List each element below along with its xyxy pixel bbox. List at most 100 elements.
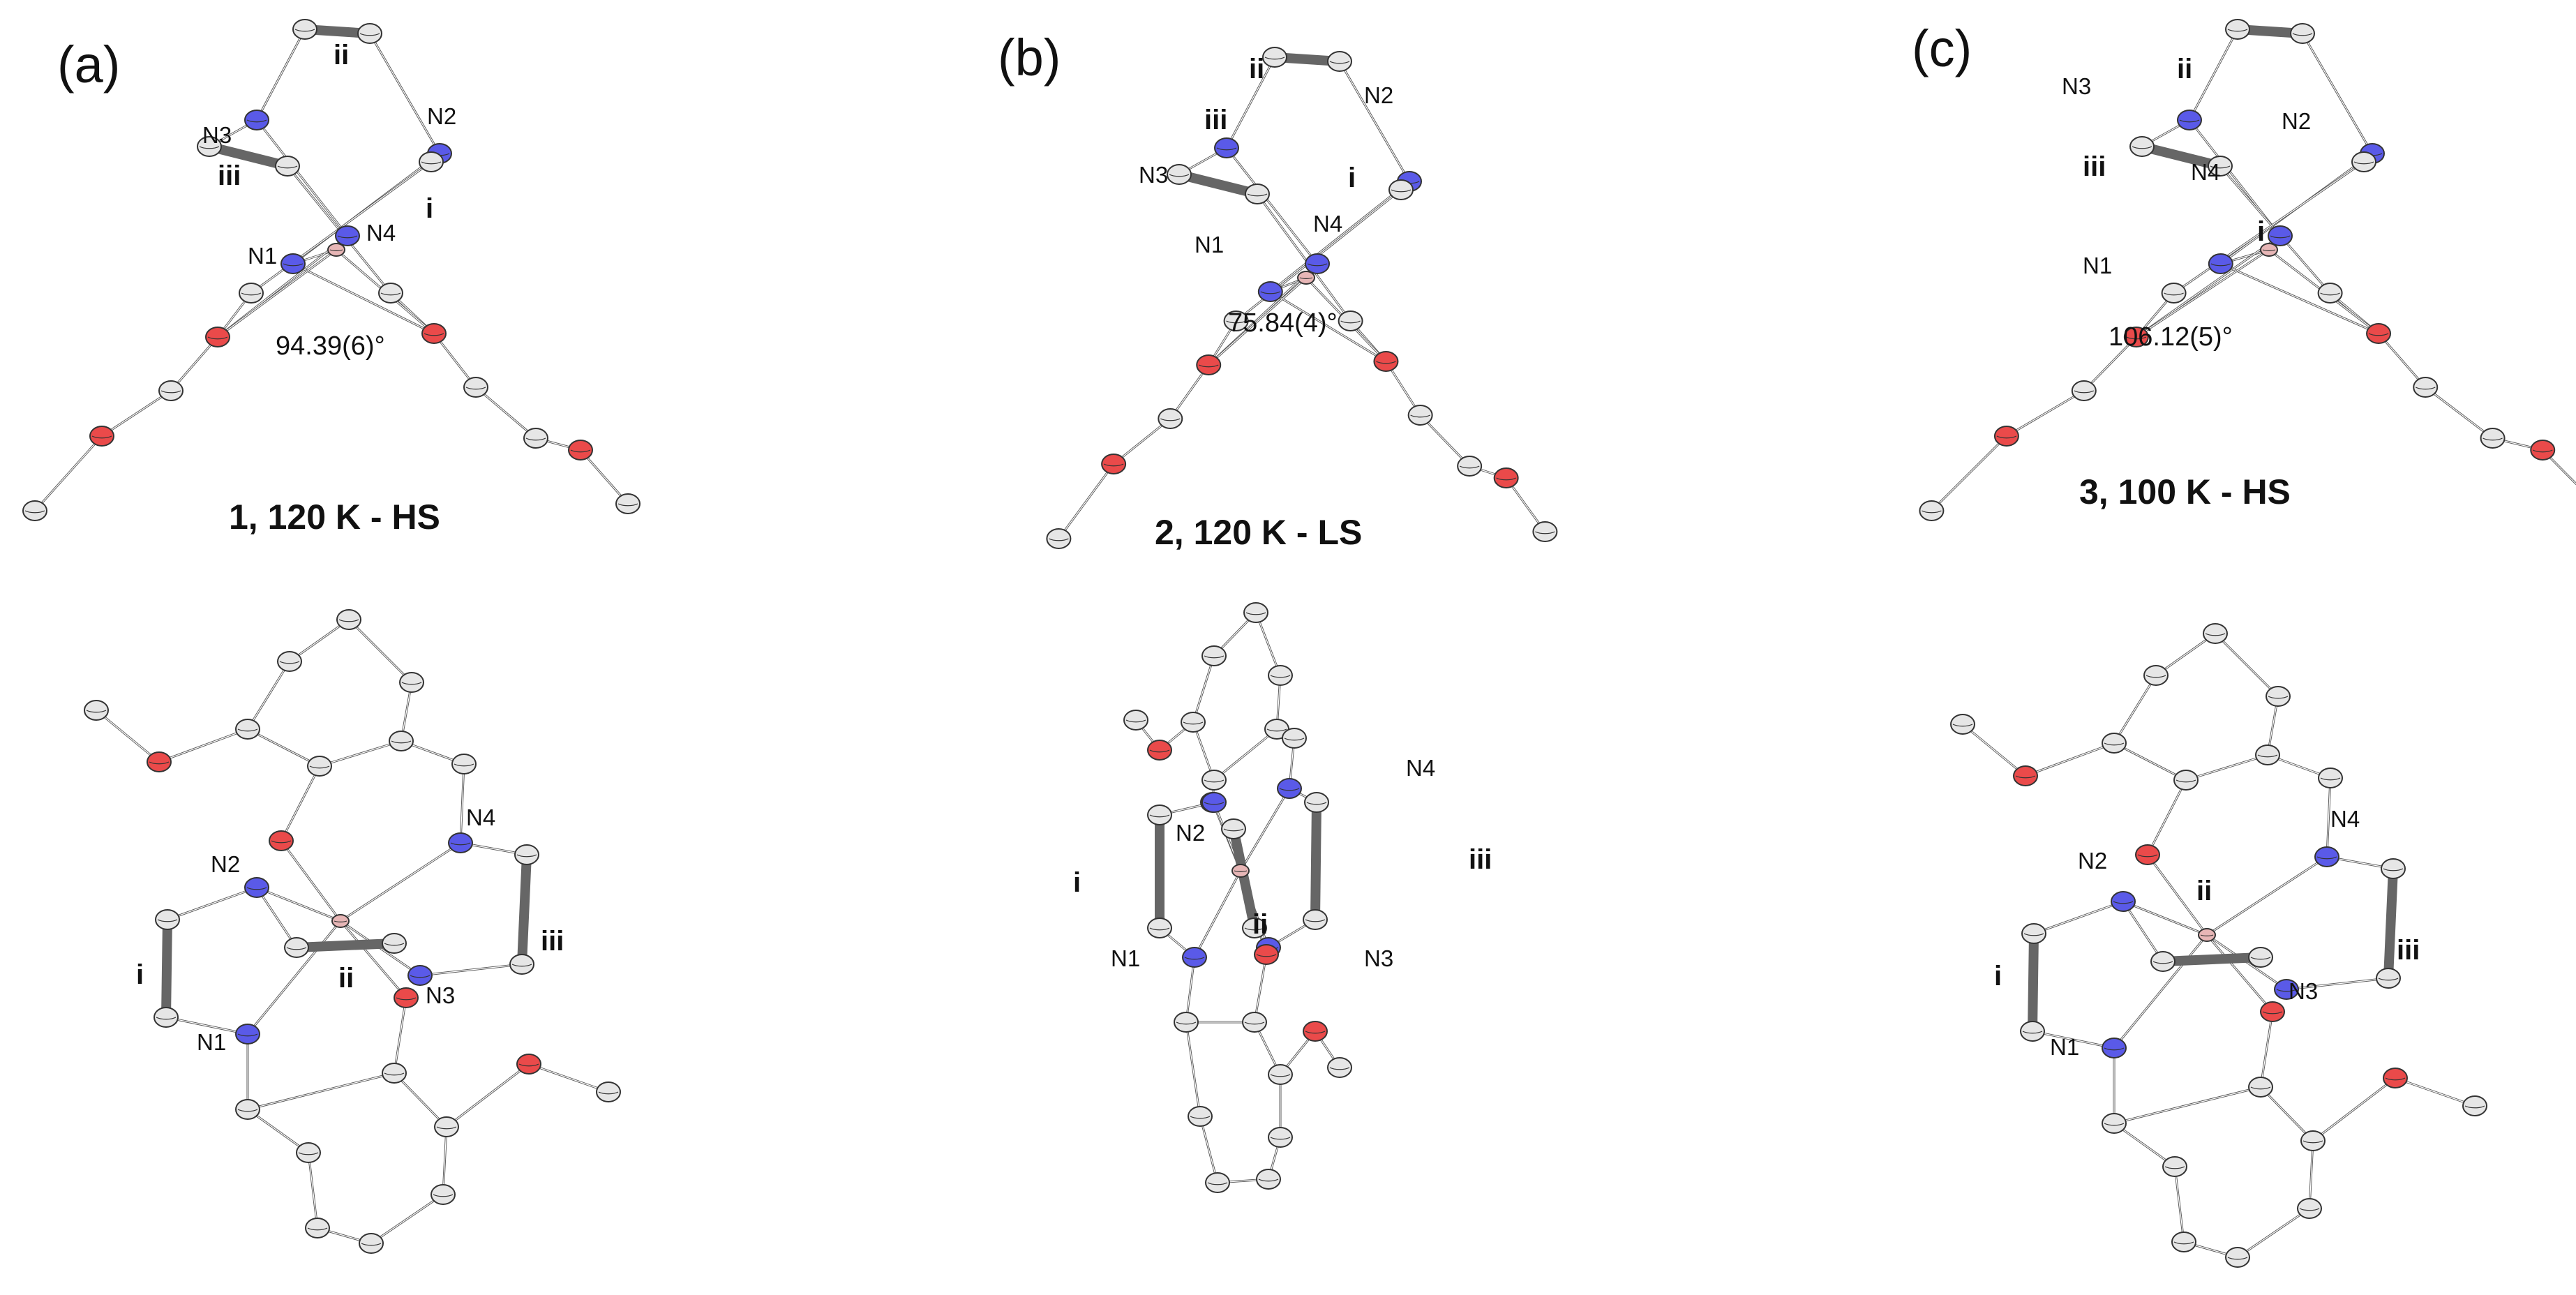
panel-c-plan-molecule-bond-highlight-17 bbox=[2147, 854, 2208, 936]
panel-b-plan-molecule-atom-octant-n4 bbox=[1279, 788, 1300, 791]
panel-c-bottom-n2-label: N2 bbox=[2078, 848, 2107, 874]
panel-a-plan-molecule-atom-octant-me2 bbox=[598, 1091, 619, 1095]
panel-a-plan-molecule bbox=[84, 609, 621, 1254]
panel-c-plan-molecule-atom-a3 bbox=[2266, 686, 2291, 707]
panel-a-side-molecule-atom-x2 bbox=[239, 283, 264, 304]
panel-c-plan-molecule-bond-ii1-ii2 bbox=[2158, 952, 2266, 966]
panel-b-bottom-ring-iii: iii bbox=[1469, 844, 1492, 875]
panel-c-plan-molecule-atom-cn2 bbox=[2376, 968, 2401, 989]
panel-a-plan-molecule-bond-highlight-22 bbox=[340, 920, 407, 998]
panel-a-side-molecule-atom-octant-r1 bbox=[465, 387, 486, 390]
panel-c-plan-molecule bbox=[1950, 623, 2487, 1268]
panel-a-plan-molecule-bond-highlight-0 bbox=[289, 619, 350, 662]
panel-c-side-molecule-bond-highlight-14 bbox=[1931, 435, 2007, 511]
panel-b-plan-molecule-atom-octant-n2 bbox=[1204, 802, 1225, 805]
panel-c-plan-molecule-atom-n3 bbox=[2274, 979, 2299, 1000]
panel-c-plan-molecule-atom-octant-ob bbox=[2137, 854, 2158, 858]
panel-a-plan-molecule-bond-highlight-4 bbox=[247, 728, 320, 767]
panel-a-plan-molecule-bond-highlight-34 bbox=[528, 1063, 609, 1093]
panel-c-side-molecule-atom-cc bbox=[2351, 151, 2376, 172]
panel-c-plan-molecule-atom-me1 bbox=[1950, 714, 1975, 735]
panel-c-side-view: N3 N2 N4 N1 ii iii i 106.12(5)° 3, 100 K… bbox=[1919, 19, 2576, 521]
panel-b-plan-molecule-atom-octant-cn1 bbox=[1306, 802, 1327, 805]
panel-c-plan-molecule-atom-octant-m bbox=[2200, 934, 2214, 936]
panel-b-letter: (b) bbox=[998, 29, 1061, 87]
panel-b-side-molecule-atom-c2 bbox=[1327, 51, 1352, 72]
panel-c-plan-molecule-atom-b5 bbox=[2297, 1198, 2322, 1219]
panel-a-plan-molecule-atom-octant-a1 bbox=[338, 619, 359, 622]
panel-b-plan-molecule-atom-oa bbox=[1147, 740, 1172, 761]
panel-a-top-n2-label: N2 bbox=[427, 103, 456, 129]
panel-a-plan-molecule-atom-n2 bbox=[244, 877, 269, 898]
panel-b-plan-molecule-atom-ci1 bbox=[1147, 804, 1172, 825]
panel-b-plan-molecule-atom-n4 bbox=[1277, 778, 1302, 799]
panel-a: (a) N3 N2 N4 N1 ii iii i 94.39(6)° 1, 12… bbox=[22, 19, 641, 1254]
panel-c-plan-molecule-bond-highlight-4 bbox=[2113, 742, 2187, 781]
panel-b-plan-molecule-atom-a6 bbox=[1201, 770, 1227, 791]
panel-a-plan-molecule-bond-highlight-16 bbox=[165, 1017, 248, 1035]
panel-c-plan-molecule-bond-highlight-2 bbox=[2113, 675, 2157, 744]
panel-b-plan-molecule bbox=[1123, 602, 1352, 1193]
panel-b-bottom-n4-label: N4 bbox=[1406, 755, 1435, 781]
panel-a-plan-molecule-bond-highlight-10 bbox=[460, 763, 465, 844]
panel-c-plan-molecule-atom-octant-ii1 bbox=[2152, 961, 2173, 964]
panel-b-plan-molecule-atom-ii1 bbox=[1221, 818, 1246, 839]
panel-c-plan-molecule-atom-ch1 bbox=[2318, 768, 2343, 788]
panel-a-plan-molecule-atom-oc bbox=[516, 1054, 541, 1075]
panel-a-side-molecule bbox=[22, 19, 641, 521]
panel-c-plan-molecule-atom-n2 bbox=[2111, 891, 2136, 912]
panel-c-plan-molecule-atom-octant-oc bbox=[2385, 1077, 2406, 1081]
panel-a-side-molecule-bond-highlight-6 bbox=[256, 119, 348, 237]
panel-b-plan-molecule-atom-a3 bbox=[1268, 665, 1293, 686]
panel-a-plan-molecule-atom-ci2 bbox=[153, 1007, 179, 1028]
panel-a-plan-molecule-atom-octant-b7 bbox=[361, 1243, 382, 1246]
panel-a-plan-molecule-atom-octant-n3 bbox=[410, 975, 430, 978]
panel-a-side-molecule-atom-octant-l1 bbox=[160, 390, 181, 394]
panel-a-side-molecule-atom-octant-r2 bbox=[525, 437, 546, 441]
panel-c-plan-molecule-atom-octant-b4 bbox=[2164, 1166, 2185, 1169]
panel-c-plan-molecule-bond-highlight-34 bbox=[2395, 1077, 2476, 1107]
panel-a-side-molecule-atom-o2 bbox=[421, 323, 447, 344]
panel-a-plan-molecule-atom-octant-n4 bbox=[450, 842, 471, 846]
panel-a-top-ring-i: i bbox=[426, 193, 433, 224]
panel-c-plan-molecule-atom-oc bbox=[2383, 1068, 2408, 1088]
panel-b-plan-molecule-atom-a4 bbox=[1181, 712, 1206, 733]
panel-b-plan-molecule-atom-octant-b2 bbox=[1244, 1021, 1265, 1025]
panel-a-side-molecule-atom-l1 bbox=[158, 380, 184, 401]
panel-a-plan-molecule-atom-b3 bbox=[434, 1116, 459, 1137]
panel-a-plan-molecule-atom-n1 bbox=[235, 1024, 260, 1045]
panel-b-side-molecule-atom-n3 bbox=[1214, 137, 1239, 158]
panel-b-plan-molecule-atom-me2 bbox=[1327, 1057, 1352, 1078]
panel-a-side-molecule-atom-l3 bbox=[22, 500, 47, 521]
panel-b-side-molecule-atom-octant-ca bbox=[1169, 174, 1190, 177]
panel-b-top-ring-i: i bbox=[1348, 163, 1356, 193]
panel-c-plan-molecule-atom-octant-b2 bbox=[2250, 1086, 2271, 1090]
panel-c-top-view: N4 N2 N3 N1 i ii iii bbox=[1950, 623, 2487, 1268]
panel-a-plan-molecule-atom-n3 bbox=[407, 965, 433, 986]
panel-c-side-molecule-atom-octant-o2 bbox=[2368, 333, 2389, 336]
panel-b-side-molecule-atom-r1 bbox=[1407, 405, 1433, 426]
panel-a-bottom-n1-label: N1 bbox=[197, 1029, 226, 1055]
panel-a-plan-molecule-bond-highlight-14 bbox=[167, 887, 257, 920]
panel-a-side-molecule-bond-highlight-2 bbox=[369, 33, 440, 154]
panel-a-top-ring-iii: iii bbox=[218, 160, 241, 191]
panel-a-plan-molecule-atom-octant-oa bbox=[149, 761, 170, 765]
panel-b-side-molecule-atom-octant-c1 bbox=[1264, 57, 1285, 60]
panel-a-plan-molecule-atom-m bbox=[331, 914, 350, 928]
panel-c-side-molecule-atom-octant-n4 bbox=[2270, 235, 2291, 239]
panel-c-side-molecule-bond-ca-cb bbox=[2137, 142, 2225, 171]
panel-a-bottom-ring-i: i bbox=[136, 959, 144, 990]
panel-b-plan-molecule-atom-ci2 bbox=[1147, 918, 1172, 938]
panel-c-plan-molecule-atom-a6 bbox=[2173, 770, 2199, 791]
panel-b-plan-molecule-bond-highlight-18 bbox=[1240, 788, 1290, 871]
panel-a-plan-molecule-atom-octant-oc bbox=[518, 1063, 539, 1067]
panel-b-plan-molecule-bond-highlight-24 bbox=[1185, 957, 1195, 1023]
panel-a-plan-molecule-atom-octant-n2 bbox=[246, 887, 267, 890]
panel-c-plan-molecule-atom-octant-ci1 bbox=[2023, 933, 2044, 936]
panel-c-plan-molecule-atom-octant-b1 bbox=[2104, 1123, 2125, 1126]
panel-b-plan-molecule-atom-b1 bbox=[1174, 1012, 1199, 1033]
panel-c-side-molecule-atom-octant-l2 bbox=[1996, 435, 2017, 439]
panel-a-side-molecule-atom-octant-r4 bbox=[617, 503, 638, 507]
panel-c-plan-molecule-atom-octant-me2 bbox=[2464, 1105, 2485, 1109]
panel-c-side-molecule-atom-n3 bbox=[2177, 110, 2202, 130]
